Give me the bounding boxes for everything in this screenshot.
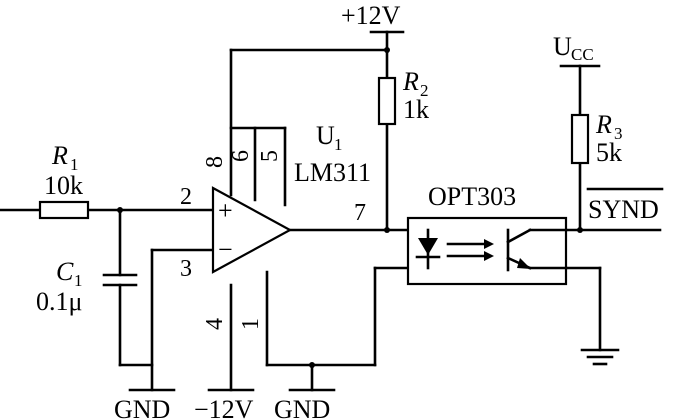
plus-sign: + (218, 196, 233, 225)
gnd-label-left: GND (114, 395, 170, 420)
svg-text:3: 3 (614, 124, 623, 143)
minus-sign: − (218, 235, 233, 264)
vminus-label: −12V (194, 395, 254, 420)
svg-text:R: R (595, 110, 612, 139)
pin-7-label: 7 (354, 200, 366, 226)
svg-text:10k: 10k (44, 171, 83, 200)
optocoupler-opt303 (406, 216, 568, 286)
junction-dots (117, 47, 583, 368)
svg-text:1: 1 (70, 155, 79, 174)
pin-6-label: 6 (228, 150, 254, 162)
light-arrow-icon (484, 239, 494, 249)
svg-text:U: U (316, 121, 335, 150)
synd-label: SYND (586, 187, 664, 224)
svg-text:U: U (553, 32, 572, 61)
light-arrow-icon (484, 251, 494, 261)
pin-4-label: 4 (202, 318, 228, 330)
resistor-r3 (570, 113, 590, 165)
opt303-label: OPT303 (428, 182, 516, 211)
comparator-u1 (211, 186, 293, 274)
r3-label: R 3 5k (595, 110, 623, 167)
svg-text:C: C (56, 257, 74, 286)
resistor-r1 (38, 200, 90, 220)
emitter-arrow-icon (517, 258, 531, 269)
capacitor-c1 (102, 273, 138, 287)
svg-text:1: 1 (74, 271, 83, 290)
pin-5-label: 5 (257, 150, 283, 162)
led-icon (418, 238, 438, 255)
vcc-label: U CC (553, 32, 594, 64)
resistor-r2 (377, 76, 397, 126)
svg-text:2: 2 (420, 81, 429, 100)
pin-8-label: 8 (202, 156, 228, 168)
svg-text:R: R (51, 141, 68, 170)
svg-text:R: R (402, 67, 419, 96)
wires (0, 30, 662, 392)
pin-3-label: 3 (180, 256, 192, 282)
svg-text:CC: CC (571, 45, 594, 64)
c1-label: C 1 0.1μ (36, 257, 83, 316)
ground-symbol (580, 348, 620, 366)
svg-text:1: 1 (334, 135, 343, 154)
svg-text:1k: 1k (403, 95, 429, 124)
svg-text:5k: 5k (596, 138, 622, 167)
gnd-label-right: GND (274, 395, 330, 420)
u1-label: U 1 LM311 (294, 121, 371, 187)
svg-text:SYND: SYND (588, 195, 659, 224)
pin-1-label: 1 (238, 318, 264, 330)
pin-2-label: 2 (180, 184, 192, 210)
svg-text:LM311: LM311 (294, 158, 371, 187)
r1-label: R 1 10k (44, 141, 83, 200)
svg-text:0.1μ: 0.1μ (36, 287, 82, 316)
r2-label: R 2 1k (402, 67, 429, 124)
vplus-label: +12V (341, 1, 401, 30)
